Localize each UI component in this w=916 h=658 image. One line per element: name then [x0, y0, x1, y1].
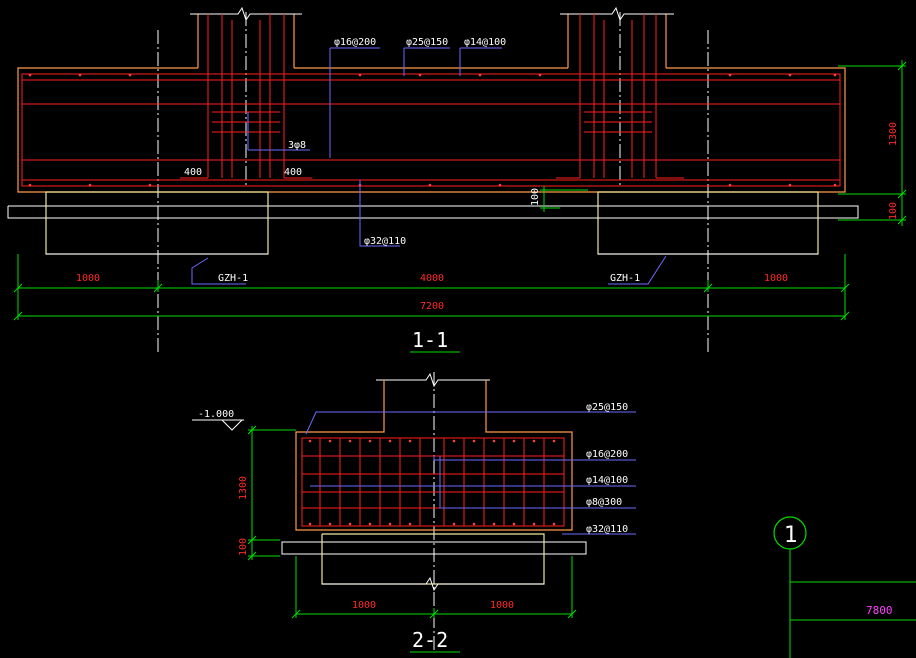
- rebar-dots-1-1: [28, 73, 837, 187]
- leaders-2-2: [305, 411, 636, 535]
- label-cushion: 100: [530, 188, 541, 206]
- columns-1-1: [197, 14, 667, 68]
- cushion-layer-2-2: [281, 541, 587, 555]
- pile-caps-1-1: [45, 191, 819, 255]
- column-break-2-2: [376, 372, 490, 388]
- pile-break-2-2: [322, 576, 544, 592]
- label-right-anchor: 400: [284, 167, 302, 178]
- axis-lines-1-1: [157, 12, 709, 352]
- rebar-label-4: φ8@300: [586, 497, 622, 508]
- dim-bottom-1000-left: 1000: [352, 600, 376, 611]
- dim-total-7200: 7200: [420, 301, 444, 312]
- label-pile-cap-left: GZH-1: [218, 273, 248, 284]
- label-stirrup: 3φ8: [288, 140, 306, 151]
- section-title-2-2: 2-2: [412, 628, 448, 652]
- rebar-dots-2-2: [308, 439, 556, 526]
- leaders-1-1: [191, 47, 667, 285]
- label-bottom-bar: φ32@110: [364, 236, 406, 247]
- dim-right-100: 100: [888, 202, 899, 220]
- elevation-label: -1.000: [198, 409, 234, 420]
- dimensions-1-1: [17, 60, 906, 353]
- column-break-lines: [190, 6, 674, 22]
- rebar-label-1: φ25@150: [586, 402, 628, 413]
- grid-bubble-label: 1: [784, 523, 798, 548]
- grid-dim-7800: 7800: [866, 604, 893, 617]
- beam-outline-1-1: [17, 67, 846, 193]
- rebars-1-1: [21, 14, 841, 187]
- rebar-label-5: φ32@110: [586, 524, 628, 535]
- label-left-anchor: 400: [184, 167, 202, 178]
- dim-right-1300: 1300: [888, 122, 899, 146]
- rebar-grid-2-2: [301, 437, 565, 527]
- elevation-marker: [192, 419, 244, 431]
- dim-left-1300: 1300: [238, 476, 249, 500]
- rebar-label-2: φ16@200: [586, 449, 628, 460]
- beam-outline-2-2: [295, 380, 573, 531]
- section-1-1: φ16@200 φ25@150 φ14@100 3φ8 φ32@110 400 …: [7, 6, 907, 353]
- dim-left-100: 100: [238, 538, 249, 556]
- dim-1000-right: 1000: [764, 273, 788, 284]
- dim-bottom-1000-right: 1000: [490, 600, 514, 611]
- dim-4000: 4000: [420, 273, 444, 284]
- rebar-label-3: φ14@100: [586, 475, 628, 486]
- label-top-a: φ16@200: [334, 37, 376, 48]
- grid-axis-1: 1 7800: [773, 516, 916, 658]
- dim-1000-left: 1000: [76, 273, 100, 284]
- label-pile-cap-right: GZH-1: [610, 273, 640, 284]
- section-title-1-1: 1-1: [412, 328, 448, 352]
- label-top-b: φ25@150: [406, 37, 448, 48]
- dim-ticks-1-1: [13, 61, 907, 321]
- label-top-c: φ14@100: [464, 37, 506, 48]
- section-2-2: -1.000 φ25@150 φ16@200 φ14@100 φ8@300 φ3…: [192, 372, 636, 653]
- cushion-layer-1-1: [7, 205, 859, 219]
- dim-ticks-2-2: [247, 425, 577, 619]
